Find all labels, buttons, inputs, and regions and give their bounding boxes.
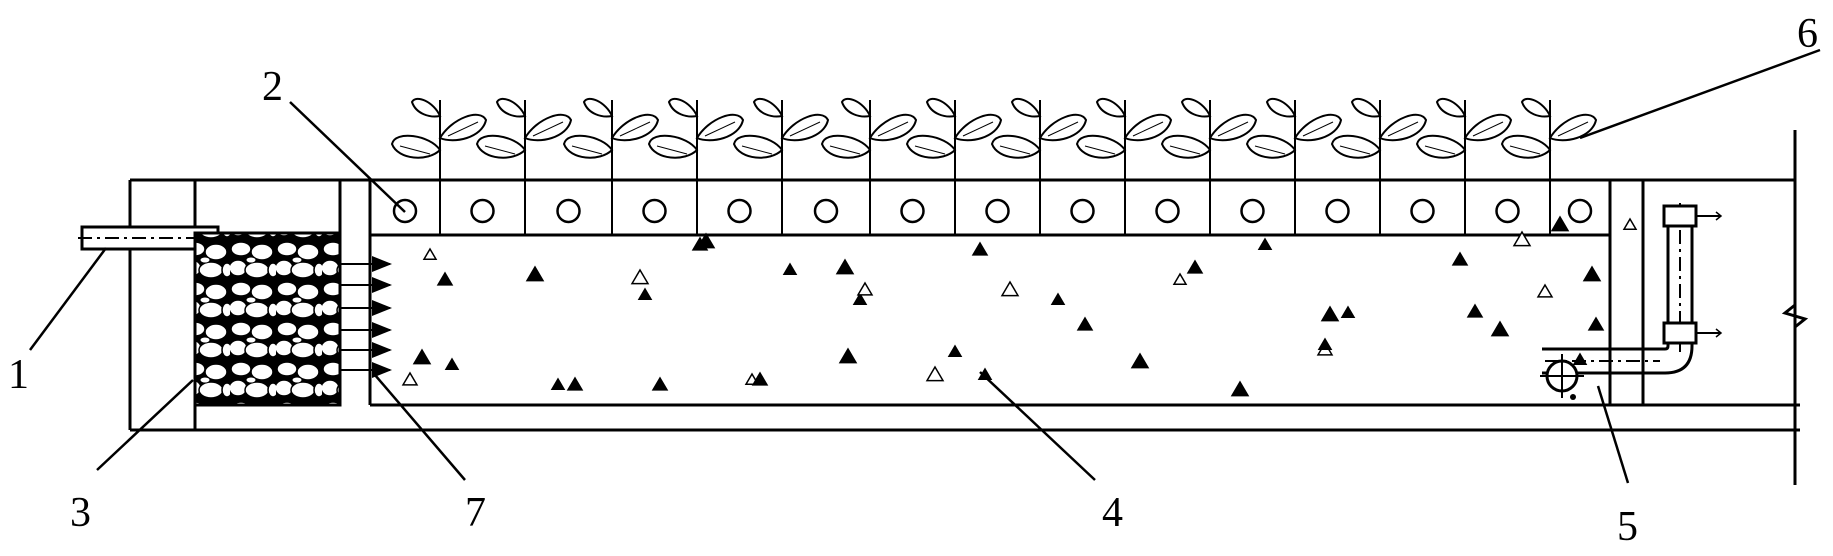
wetland-plant (905, 97, 1003, 180)
media-particle (852, 292, 868, 305)
wetland-plant (1500, 97, 1598, 180)
media-particle (651, 376, 669, 391)
media-particle (1076, 316, 1094, 331)
media-particle (637, 287, 653, 300)
media-particle (436, 271, 454, 286)
media-particle (1050, 292, 1066, 305)
media-particle (1257, 237, 1273, 250)
perforated-pipe (727, 198, 752, 224)
perforated-pipe (1155, 198, 1180, 224)
label-2: 2 (262, 64, 283, 110)
perforated-pipe (1070, 198, 1095, 224)
plant-row (390, 97, 1598, 180)
media-particle (550, 377, 566, 390)
media-particle (835, 258, 855, 275)
label-7: 7 (465, 490, 486, 536)
perforated-pipe (470, 198, 495, 224)
perforated-pipe-row (392, 180, 1593, 235)
label-3: 3 (70, 490, 91, 536)
wetland-plant (475, 97, 573, 180)
wetland-plant (732, 97, 830, 180)
wetland-plant (820, 97, 918, 180)
perforated-pipe (1410, 198, 1435, 224)
media-particle (1320, 305, 1340, 322)
media-particle (1186, 259, 1204, 274)
perforated-pipe (1240, 198, 1265, 224)
wetland-plant (1330, 97, 1428, 180)
tank-structure (128, 130, 1809, 485)
media-particle (525, 265, 545, 282)
media-particle (838, 347, 858, 364)
perforated-pipe (1495, 198, 1520, 224)
media-particle (1550, 215, 1570, 232)
media-particle (947, 344, 963, 357)
flow-arrows (340, 256, 392, 378)
media-particle (422, 247, 438, 260)
media-particle (751, 371, 769, 386)
media-particle (1587, 316, 1605, 331)
leader-lines (28, 48, 1821, 484)
wetland-plant (1415, 97, 1513, 180)
media-particle (1490, 320, 1510, 337)
perforated-pipe (900, 198, 925, 224)
wetland-plant (1075, 97, 1173, 180)
gravel-filter (193, 231, 342, 407)
media-particle (1622, 217, 1638, 230)
media-particle (1582, 265, 1602, 282)
media-particle (630, 268, 650, 285)
media-particle (782, 262, 798, 275)
label-1: 1 (8, 352, 29, 398)
media-particle (444, 357, 460, 370)
wetland-plant (1160, 97, 1258, 180)
media-particle (1230, 380, 1250, 397)
media-particle (1317, 337, 1333, 350)
media-particle (971, 241, 989, 256)
media-particle (1572, 352, 1588, 365)
label-6: 6 (1797, 11, 1818, 57)
media-particle (925, 365, 945, 382)
media-particle (691, 236, 709, 251)
media-particle (1172, 272, 1188, 285)
media-particle (1451, 251, 1469, 266)
label-4: 4 (1102, 490, 1123, 536)
media-particle (1000, 280, 1020, 297)
media-particle (1340, 305, 1356, 318)
media-particle (856, 281, 874, 296)
media-particle (566, 376, 584, 391)
wetland-plant (647, 97, 745, 180)
filter-media (401, 215, 1638, 397)
perforated-pipe (556, 198, 581, 224)
media-particle (1512, 230, 1532, 247)
wetland-plant (1245, 97, 1343, 180)
perforated-pipe (1567, 198, 1593, 224)
perforated-pipe (642, 198, 667, 224)
media-particle (1466, 303, 1484, 318)
wetland-plant (990, 97, 1088, 180)
perforated-pipe (813, 198, 839, 224)
media-particle (412, 348, 432, 365)
wetland-plant (562, 97, 660, 180)
outlet-pipe (1540, 203, 1723, 400)
perforated-pipe (985, 198, 1010, 224)
wetland-plant (390, 97, 488, 180)
label-5: 5 (1617, 504, 1638, 550)
media-particle (1536, 283, 1554, 298)
media-particle (1130, 352, 1150, 369)
media-particle (401, 371, 419, 386)
perforated-pipe (1325, 198, 1350, 224)
